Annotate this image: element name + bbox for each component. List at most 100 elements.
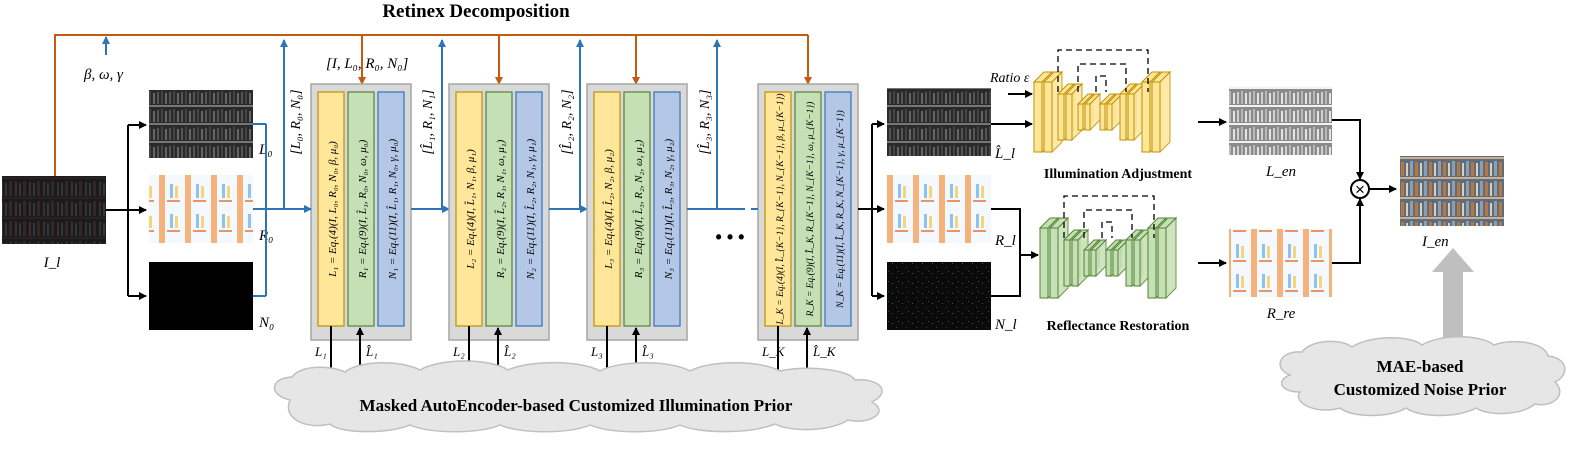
reflectance-restoration-network (1038, 195, 1178, 300)
net-block (1063, 239, 1071, 287)
stage-input-tuple-3: [L̂₂, R₂, N₂] (559, 89, 575, 154)
stage-input-tuple-2: [L̂₁, R₁, N₁] (420, 89, 436, 154)
stage-input-labels: [L₀, R₀, N₀] [L̂₁, R₁, N₁] [L̂₂, R₂, N₂] [L… (289, 89, 713, 154)
net-block (1106, 103, 1113, 131)
net-block (1151, 81, 1161, 153)
orange-feedback-lines (54, 34, 812, 176)
eq-N-box (377, 91, 405, 327)
L0-image (149, 90, 253, 158)
L-hat-output-image (887, 88, 991, 156)
stage-output-label: L₃ (590, 344, 603, 359)
eq-L-box (455, 91, 483, 327)
R-re-label: R_re (1266, 306, 1296, 322)
fusion-lines (1332, 119, 1397, 264)
net-block (1133, 239, 1141, 287)
net-block (1049, 227, 1059, 299)
N-output-image (887, 262, 991, 330)
net-block (1112, 249, 1119, 277)
R-output-image (887, 175, 991, 243)
params-label: β, ω, γ (83, 67, 124, 83)
multiply-node (1350, 179, 1370, 199)
eq-N-box (653, 91, 681, 327)
eq-N-box-text: N₃ = Eq.(11)(I, L̂₃, R₃, N₂, γ, μ₂) (662, 138, 675, 280)
eq-N-box-text: N₁ = Eq.(11)(I, L̂₁, R₁, N₀, γ, μ₀) (386, 138, 399, 280)
input-image-label: I_l (43, 255, 61, 271)
stage-2: L₂ = Eq.(4)(I, L̂₁, N₁, β, μ₁) R₂ = Eq.(9… (448, 39, 588, 379)
eq-R-box (623, 91, 651, 327)
eq-N-box-text: N_K = Eq.(11)(I, L̂_K, R_K, N_{K−1}, γ, … (833, 110, 846, 309)
illumination-adjustment-network (1032, 49, 1172, 154)
net-block (1071, 239, 1079, 287)
ratio-label: Ratio ε (989, 71, 1030, 86)
output-to-networks-lines (991, 90, 1039, 297)
stage-3: L₃ = Eq.(4)(I, L̂₂, N₂, β, μ₂) R₃ = Eq.(9… (586, 39, 745, 379)
eq-L-box-text: L₁ = Eq.(4)(I, L₀, R₀, N₀, β, μ₀) (327, 141, 339, 278)
net-block (1077, 103, 1084, 131)
I-en-label: I_en (1421, 234, 1449, 250)
stage-output-label: L₁ (314, 344, 327, 359)
eq-R-box-text: R₂ = Eq.(9)(I, L̂₂, R₁, N₁, ω, μ₁) (494, 139, 507, 279)
skip-connection (1101, 221, 1113, 238)
illumination-adjustment-label: Illumination Adjustment (1044, 167, 1193, 182)
net-block (1084, 103, 1091, 131)
stage-prior-label: L̂₂ (503, 344, 516, 359)
noise-prior-arrow (1432, 248, 1474, 345)
L-en-label: L_en (1265, 164, 1296, 180)
net-block (1127, 93, 1135, 141)
multiply-symbol: × (1355, 180, 1365, 199)
top-tuple-label: [I, L₀, R₀, N₀] (326, 56, 408, 72)
eq-R-box-text: R₃ = Eq.(9)(I, L̂₃, R₂, N₂, ω, μ₂) (632, 139, 645, 279)
unfolding-stages: L₁ = Eq.(4)(I, L₀, R₀, N₀, β, μ₀) R₁ = Eq… (284, 39, 859, 379)
R-re-image (1229, 229, 1332, 297)
net-block (1033, 81, 1043, 153)
decomp-to-stage1-lines (253, 39, 288, 297)
stage-output-label: L_K (761, 344, 786, 359)
input-image (2, 176, 106, 244)
net-block (1125, 239, 1133, 287)
stage-prior-label: L̂_K (812, 344, 837, 359)
stage-4: L_K = Eq.(4)(I, L̂_{K−1}, R_{K−1}, N_{K−… (757, 83, 859, 379)
noise-prior-cloud (1279, 336, 1566, 417)
net-block (1147, 227, 1157, 299)
R0-image (149, 175, 253, 243)
net-block (1057, 93, 1065, 141)
illumination-prior-label: Masked AutoEncoder-based Customized Illu… (360, 396, 793, 415)
eq-R-box (347, 91, 375, 327)
L-en-image (1229, 87, 1332, 155)
I-en-image (1400, 156, 1504, 226)
R-output-label: R_l (994, 233, 1016, 249)
noise-prior-label-line1: MAE-based (1377, 357, 1464, 376)
skip-connection (1077, 63, 1127, 92)
net-block (1141, 81, 1151, 153)
net-block (1099, 103, 1106, 131)
stage-prior-label: L̂₃ (641, 344, 654, 359)
eq-R-box-text: R₁ = Eq.(9)(I, L̂₁, R₀, N₀, ω, μ₀) (356, 139, 369, 279)
skip-connection (1057, 49, 1149, 92)
skip-connection (1063, 195, 1155, 238)
eq-R-box (794, 91, 822, 327)
stage-ellipsis: • • • (716, 227, 745, 247)
L-hat-output-label: L̂_l (994, 146, 1015, 162)
eq-L-box-text: L₂ = Eq.(4)(I, L̂₁, N₁, β, μ₁) (464, 149, 477, 270)
stageK-output-lines (858, 120, 885, 300)
eq-L-box-text: L₃ = Eq.(4)(I, L̂₂, N₂, β, μ₂) (602, 149, 615, 270)
net-block (1039, 227, 1049, 299)
stage-input-tuple-1: [L₀, R₀, N₀] (289, 89, 304, 154)
eq-N-box (824, 91, 852, 327)
input-split-arrows (106, 121, 147, 300)
eq-N-box-text: N₂ = Eq.(11)(I, L̂₂, R₂, N₁, γ, μ₁) (524, 138, 537, 280)
diagram-title: Retinex Decomposition (382, 1, 570, 22)
stage-1: L₁ = Eq.(4)(I, L₀, R₀, N₀, β, μ₀) R₁ = Eq… (310, 39, 450, 379)
stage-prior-label: L̂₁ (365, 344, 378, 359)
stage-input-tuple-4: [L̂₃, R₃, N₃] (697, 89, 713, 154)
noise-prior-label-line2: Customized Noise Prior (1334, 380, 1507, 399)
N0-label: N₀ (258, 315, 274, 331)
net-block (1065, 93, 1073, 141)
eq-R-box (485, 91, 513, 327)
reflectance-restoration-label: Reflectance Restoration (1047, 319, 1190, 334)
net-block-side (1165, 216, 1177, 300)
net-block-side (1159, 70, 1171, 154)
skip-connection (1095, 75, 1107, 92)
net-block (1157, 227, 1167, 299)
